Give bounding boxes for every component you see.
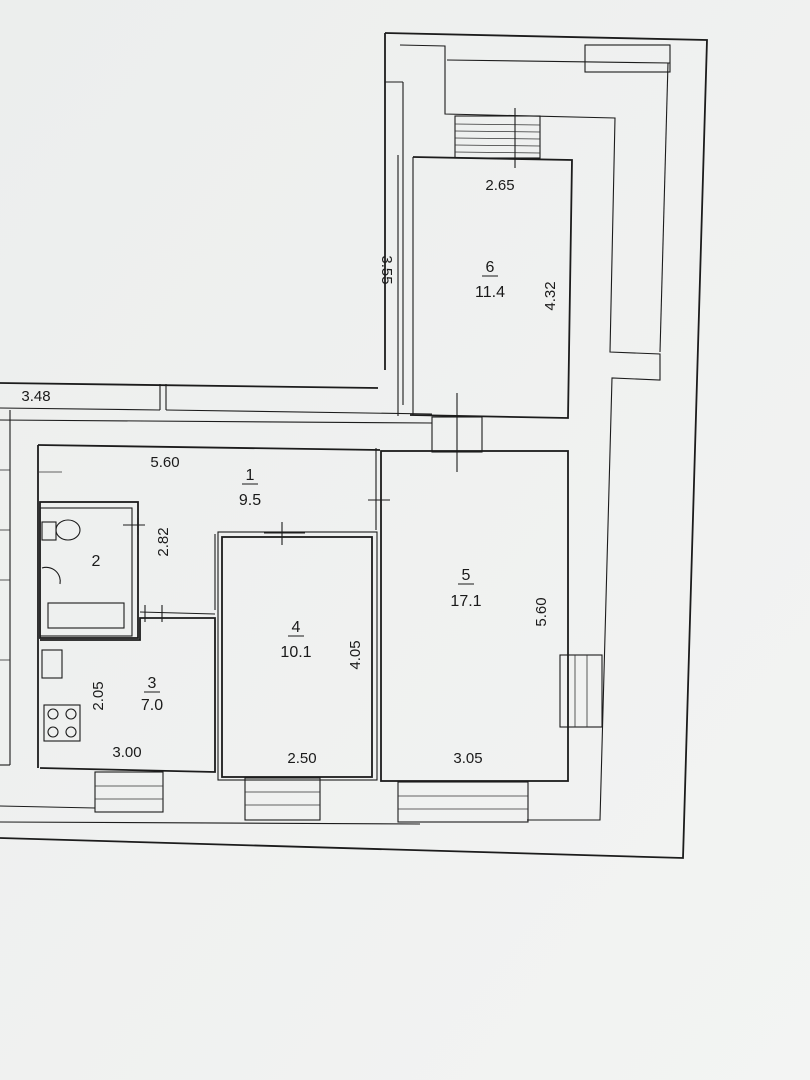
dim-left-width: 3.48 [21, 388, 50, 405]
room-6-label: 6 11.4 [475, 259, 505, 301]
room-4-walls [217, 522, 378, 781]
room-1-label: 1 9.5 [239, 467, 261, 509]
room-5-label: 5 17.1 [450, 567, 481, 610]
room-area: 9.5 [239, 492, 261, 509]
room-5-walls [368, 448, 603, 782]
room-area: 10.1 [280, 644, 311, 661]
room-number: 1 [246, 467, 255, 484]
room-area: 11.4 [475, 284, 505, 301]
dim-room1-height: 2.82 [155, 527, 172, 556]
dim-room5-width: 3.05 [453, 750, 482, 767]
room-4-label: 4 10.1 [280, 619, 311, 661]
room-2-walls [39, 501, 145, 639]
dim-room3-width: 3.00 [112, 744, 141, 761]
room-area: 7.0 [141, 697, 163, 714]
outer-walls [0, 32, 708, 859]
dim-room6-width: 2.65 [485, 177, 514, 194]
room-number: 4 [292, 619, 301, 636]
dim-room5-height: 5.60 [533, 597, 550, 626]
room-3-walls [39, 605, 216, 773]
room-area: 17.1 [450, 593, 481, 610]
dim-room4-height: 4.05 [347, 640, 364, 669]
room-number: 3 [148, 675, 157, 692]
dim-corridor-length: 3.55 [378, 255, 395, 284]
dim-room1-width: 5.60 [150, 454, 179, 471]
room-number: 6 [486, 259, 495, 276]
dim-room3-height: 2.05 [90, 681, 107, 710]
dim-room6-length: 4.32 [542, 281, 559, 310]
room-number: 2 [92, 553, 101, 570]
room-1-walls [37, 444, 381, 768]
room-3-label: 3 7.0 [141, 675, 163, 714]
room-2-label: 2 [92, 553, 101, 570]
room-number: 5 [462, 567, 471, 584]
room-6-walls [397, 108, 573, 472]
dim-room4-width: 2.50 [287, 750, 316, 767]
windows [0, 469, 529, 823]
